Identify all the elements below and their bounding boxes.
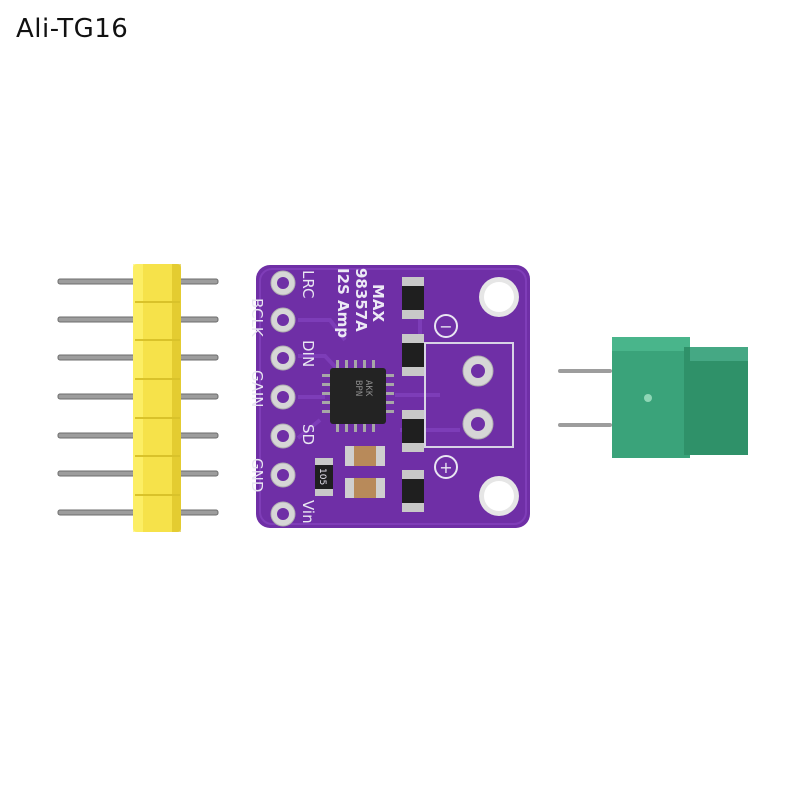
watermark-text: Ali-TG16 <box>16 14 129 44</box>
pin-header <box>57 264 219 532</box>
pin-label-din: DIN <box>299 340 317 367</box>
plus-symbol: + <box>434 455 458 479</box>
svg-text:+: + <box>439 458 452 477</box>
svg-text:−: − <box>439 317 452 336</box>
amplifier-board: LRC BCLK DIN GAIN SD GND Vin MAX 98357A … <box>248 265 530 528</box>
minus-symbol: − <box>434 314 458 338</box>
board-title-line-3: I2S Amp <box>334 268 352 338</box>
pin-label-bclk: BCLK <box>248 298 266 338</box>
chip-marking-1: AKK <box>363 380 373 397</box>
pin-label-gain: GAIN <box>248 370 266 408</box>
resistor: 105 <box>315 458 333 496</box>
speaker-output-outline <box>424 342 514 448</box>
amplifier-chip: AKK BPN <box>322 360 394 432</box>
board-title-line-2: 98357A <box>352 268 370 332</box>
pin-label-lrc: LRC <box>299 270 317 299</box>
pin-label-sd: SD <box>299 424 317 445</box>
capacitors <box>345 277 424 512</box>
pin-label-gnd: GND <box>248 458 266 492</box>
pin-label-vin: Vin <box>299 500 317 524</box>
mounting-holes <box>479 277 519 516</box>
board-title-line-1: MAX <box>369 284 387 323</box>
chip-marking-2: BPN <box>353 380 363 396</box>
resistor-marking: 105 <box>317 468 327 485</box>
screw-terminal <box>558 337 748 458</box>
